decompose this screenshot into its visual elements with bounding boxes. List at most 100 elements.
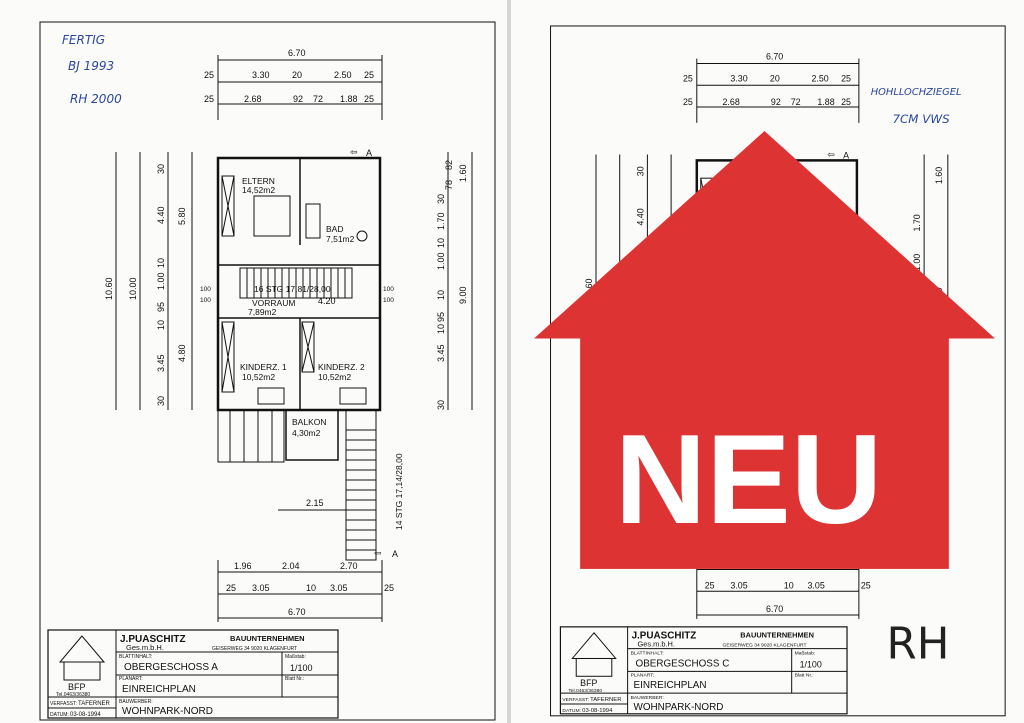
svg-text:1.00: 1.00: [912, 254, 922, 271]
building-outline: [216, 156, 382, 561]
svg-text:10: 10: [156, 258, 166, 268]
dim-label: 100: [200, 297, 211, 304]
svg-text:95: 95: [436, 312, 446, 322]
sheet-content: OBERGESCHOSS C: [636, 658, 730, 669]
svg-text:BAUWERBER:: BAUWERBER:: [119, 699, 153, 705]
company-name: J.PUASCHITZ: [120, 634, 186, 645]
svg-text:1.88: 1.88: [817, 97, 834, 107]
svg-text:DATUM:: DATUM:: [50, 712, 69, 718]
sheet-frame: [550, 25, 1006, 717]
logo-text: BFP: [68, 682, 86, 692]
sheet-content: OBERGESCHOSS A: [124, 662, 218, 673]
top-dimensions: 6.70 25 3.30 20 2.50 25 25 2.68 92 72 1.…: [204, 48, 383, 120]
company-kind: BAUUNTERNEHMEN: [740, 631, 814, 640]
dim-label: 100: [383, 286, 394, 293]
svg-text:3.45: 3.45: [156, 354, 166, 372]
svg-text:2.68: 2.68: [244, 94, 262, 104]
svg-text:VERFASST:: VERFASST:: [562, 697, 589, 703]
svg-text:3.05: 3.05: [252, 583, 270, 593]
company-address: GEISERWEG 34 9020 KLAGENFURT: [722, 643, 806, 649]
section-mark: ⇦: [827, 149, 835, 159]
dim-label: 100: [383, 297, 394, 304]
room-area: 14,52m2: [242, 185, 275, 195]
scale: 1/100: [290, 663, 313, 673]
svg-text:72: 72: [313, 94, 323, 104]
room-area: 10,52m2: [318, 372, 351, 382]
svg-text:95: 95: [156, 302, 166, 312]
room-name: KINDERZ. 1: [240, 362, 287, 372]
title-block: BFP Tel.0463/36380 J.PUASCHITZ Ges.m.b.H…: [47, 629, 339, 719]
svg-text:1.60: 1.60: [934, 167, 944, 184]
svg-text:2.70: 2.70: [340, 561, 358, 571]
right-dimensions: 1.60 9.00 82 78 30 1.70 10 1.00 10 95 10…: [436, 152, 473, 410]
floor-plan-drawing: FERTIG BJ 1993 RH 2000 6.70 25 3.30 20 2…: [39, 21, 496, 721]
section-mark-label: A: [366, 148, 372, 158]
svg-text:1.00: 1.00: [156, 272, 166, 290]
svg-text:1.96: 1.96: [234, 561, 252, 571]
svg-text:VERFASST:: VERFASST:: [50, 701, 77, 707]
stair-label: 16 STG 17,81/28,00: [254, 284, 331, 294]
room-name: KINDERZ. 2: [318, 362, 365, 372]
handwritten-note: RH 2000: [70, 92, 122, 106]
svg-text:4.40: 4.40: [635, 208, 645, 225]
section-mark: ⇦: [350, 147, 358, 157]
neu-house-logo-icon: NEU: [534, 131, 995, 569]
svg-text:25: 25: [841, 73, 851, 83]
svg-text:25: 25: [204, 70, 214, 80]
company-sub: Ges.m.b.H.: [126, 643, 164, 652]
handwritten-note: HOHLLOCHZIEGEL: [871, 87, 962, 98]
company-sub: Ges.m.b.H.: [638, 640, 675, 649]
svg-text:72: 72: [791, 97, 801, 107]
logo-text: BFP: [580, 678, 597, 688]
handwritten-note: RH: [887, 619, 950, 669]
plan-type: EINREICHPLAN: [122, 684, 196, 695]
room-name: VORRAUM: [252, 298, 295, 308]
svg-text:30: 30: [156, 396, 166, 406]
svg-text:2.50: 2.50: [334, 70, 352, 80]
company-name: J.PUASCHITZ: [632, 631, 697, 642]
title-block: BFP Tel.0463/36380 J.PUASCHITZ Ges.m.b.H…: [559, 626, 848, 715]
phone: Tel.0463/36380: [56, 692, 90, 698]
dim-label: 100: [200, 286, 211, 293]
svg-text:BLATTINHALT:: BLATTINHALT:: [119, 654, 152, 660]
svg-text:3.30: 3.30: [730, 73, 747, 83]
svg-text:25: 25: [204, 94, 214, 104]
svg-text:PLANART:: PLANART:: [119, 676, 143, 682]
bottom-dimensions: 1.96 2.04 2.70 25 3.05 10 3.05 25 6.70: [217, 560, 394, 622]
svg-text:PLANART:: PLANART:: [631, 672, 655, 678]
svg-text:3.45: 3.45: [436, 344, 446, 362]
dim-label: 2.15: [306, 498, 324, 508]
svg-text:92: 92: [771, 97, 781, 107]
author: TAFERNER: [78, 701, 111, 707]
svg-text:25: 25: [226, 583, 236, 593]
date: 03-08-1994: [70, 712, 101, 718]
svg-text:25: 25: [364, 70, 374, 80]
svg-text:Blatt Nr.:: Blatt Nr.:: [795, 672, 814, 678]
svg-text:Maßstab:: Maßstab:: [285, 654, 306, 660]
handwritten-note: BJ 1993: [68, 59, 114, 73]
svg-text:9.00: 9.00: [458, 286, 468, 304]
svg-text:4.80: 4.80: [177, 344, 187, 362]
svg-text:6.70: 6.70: [288, 48, 306, 58]
floor-plan-sheet-a: FERTIG BJ 1993 RH 2000 6.70 25 3.30 20 2…: [0, 0, 507, 723]
section-mark: ⇦: [374, 548, 382, 558]
svg-text:6.70: 6.70: [288, 607, 306, 617]
svg-text:25: 25: [683, 97, 693, 107]
dim-label: 4.20: [318, 296, 336, 306]
svg-text:82: 82: [444, 160, 454, 170]
scale: 1/100: [800, 659, 822, 669]
svg-text:1.00: 1.00: [436, 252, 446, 270]
svg-text:20: 20: [770, 73, 780, 83]
svg-text:1.60: 1.60: [458, 164, 468, 182]
room-area: 10,52m2: [242, 372, 275, 382]
svg-text:Blatt Nr.:: Blatt Nr.:: [285, 676, 304, 682]
svg-text:2.50: 2.50: [811, 73, 828, 83]
svg-text:3.30: 3.30: [252, 70, 270, 80]
svg-text:25: 25: [841, 97, 851, 107]
project-name: WOHNPARK-NORD: [634, 702, 724, 713]
svg-text:78: 78: [444, 180, 454, 190]
project-name: WOHNPARK-NORD: [122, 706, 213, 717]
room-area: 7,51m2: [326, 234, 355, 244]
svg-text:30: 30: [635, 166, 645, 176]
company-address: GEISERWEG 34 9020 KLAGENFURT: [212, 646, 297, 652]
